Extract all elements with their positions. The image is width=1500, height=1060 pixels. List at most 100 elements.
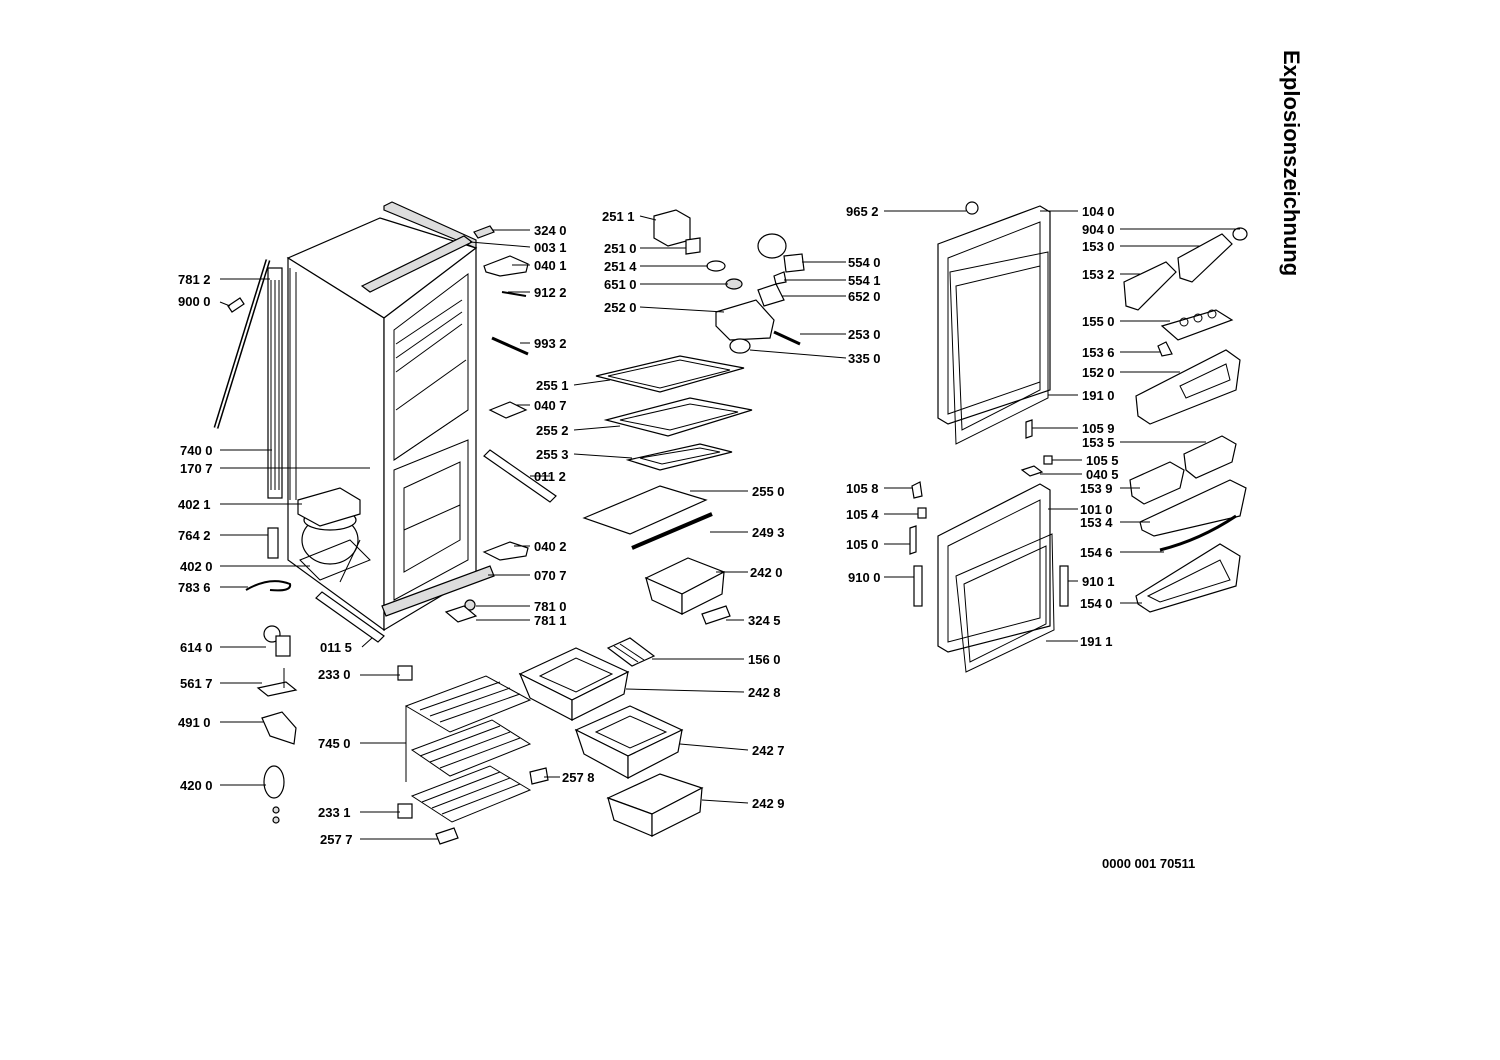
part-4910 [261,711,297,745]
shelf-2552 [603,397,753,437]
label-7642: 764 2 [178,528,211,543]
part-7811 [444,605,478,623]
part-5540 [783,253,805,273]
wire-shelves [404,675,532,823]
diagram-title: Explosionszeichnung [1279,50,1304,277]
label-7811: 781 1 [534,613,567,628]
label-4200: 420 0 [180,778,213,793]
label-2428: 242 8 [748,685,781,700]
bin-1520 [1135,349,1241,425]
part-1059 [1025,419,1033,439]
label-1707: 170 7 [180,461,213,476]
rail-1546 [1159,514,1237,552]
part-5617 [256,668,298,697]
label-7450: 745 0 [318,736,351,751]
hose-7836 [245,580,292,592]
bin-1534 [1139,479,1247,537]
label-7400: 740 0 [180,443,213,458]
label-0402: 040 2 [534,539,567,554]
label-2551: 255 1 [536,378,569,393]
part-3245 [701,605,731,625]
part-6520 [757,283,785,307]
label-9652: 965 2 [846,204,879,219]
label-2493: 249 3 [752,525,785,540]
label-9932: 993 2 [534,336,567,351]
label-2420: 242 0 [750,565,783,580]
label-1550: 155 0 [1082,314,1115,329]
cover-1530 [1177,233,1233,283]
label-1055: 105 5 [1086,453,1119,468]
label-0405: 040 5 [1086,467,1119,482]
label-0707: 070 7 [534,568,567,583]
label-4910: 491 0 [178,715,211,730]
lamp-2530 [773,330,801,346]
hinge-0402 [482,541,529,561]
drawer-2429 [606,773,704,837]
label-1539: 153 9 [1080,481,1113,496]
part-1058 [911,481,923,499]
label-5540: 554 0 [848,255,881,270]
label-2330: 233 0 [318,667,351,682]
cover-1532 [1123,261,1177,311]
leader-lines [219,210,1240,840]
rail-0112 [483,449,557,503]
bin-1539 [1129,461,1185,505]
label-1059: 105 9 [1082,421,1115,436]
label-1911: 191 1 [1080,634,1113,649]
upper-door [937,205,1051,445]
glass-2550 [582,485,708,535]
handle-9101 [1059,565,1069,607]
label-3350: 335 0 [848,351,881,366]
filter-drier [267,527,279,559]
label-2514: 251 4 [604,259,637,274]
cap-9652 [965,201,979,215]
part-0405 [1020,465,1044,477]
part-7810 [464,599,476,611]
hinge-0401 [483,255,529,277]
label-2530: 253 0 [848,327,881,342]
part-2577 [435,827,459,845]
label-6510: 651 0 [604,277,637,292]
label-2510: 251 0 [604,241,637,256]
label-7836: 783 6 [178,580,211,595]
condenser [267,267,283,499]
drawing-number: 0000 001 70511 [1102,856,1196,871]
label-2427: 242 7 [752,743,785,758]
label-6140: 614 0 [180,640,213,655]
label-0031: 003 1 [534,240,567,255]
label-5541: 554 1 [848,273,881,288]
label-1050: 105 0 [846,537,879,552]
cabinet-body [286,201,495,632]
label-1040: 104 0 [1082,204,1115,219]
bulb-6510 [725,278,743,290]
bin-1535 [1183,435,1237,479]
label-1910: 191 0 [1082,388,1115,403]
label-0407: 040 7 [534,398,567,413]
label-1534: 153 4 [1080,515,1113,530]
label-0112: 011 2 [534,469,566,484]
label-2511: 251 1 [602,209,635,224]
drawer-2427 [574,705,684,780]
part-1536 [1157,341,1173,357]
label-0115: 011 5 [320,640,352,655]
part-2510 [685,237,701,255]
label-2553: 255 3 [536,447,569,462]
label-4021: 402 1 [178,497,211,512]
label-1540: 154 0 [1080,596,1113,611]
label-1536: 153 6 [1082,345,1115,360]
bin-1540 [1135,543,1241,613]
label-2578: 257 8 [562,770,595,785]
part-0407 [488,401,528,419]
label-1520: 152 0 [1082,365,1115,380]
clip-2331 [397,803,413,819]
clip-9000 [227,297,245,313]
compressor [297,487,371,583]
label-5617: 561 7 [180,676,213,691]
fan-ring [757,233,787,259]
label-9122: 912 2 [534,285,567,300]
label-1535: 153 5 [1082,435,1115,450]
lower-door [937,483,1055,673]
label-0401: 040 1 [534,258,567,273]
label-1010: 101 0 [1080,502,1113,517]
